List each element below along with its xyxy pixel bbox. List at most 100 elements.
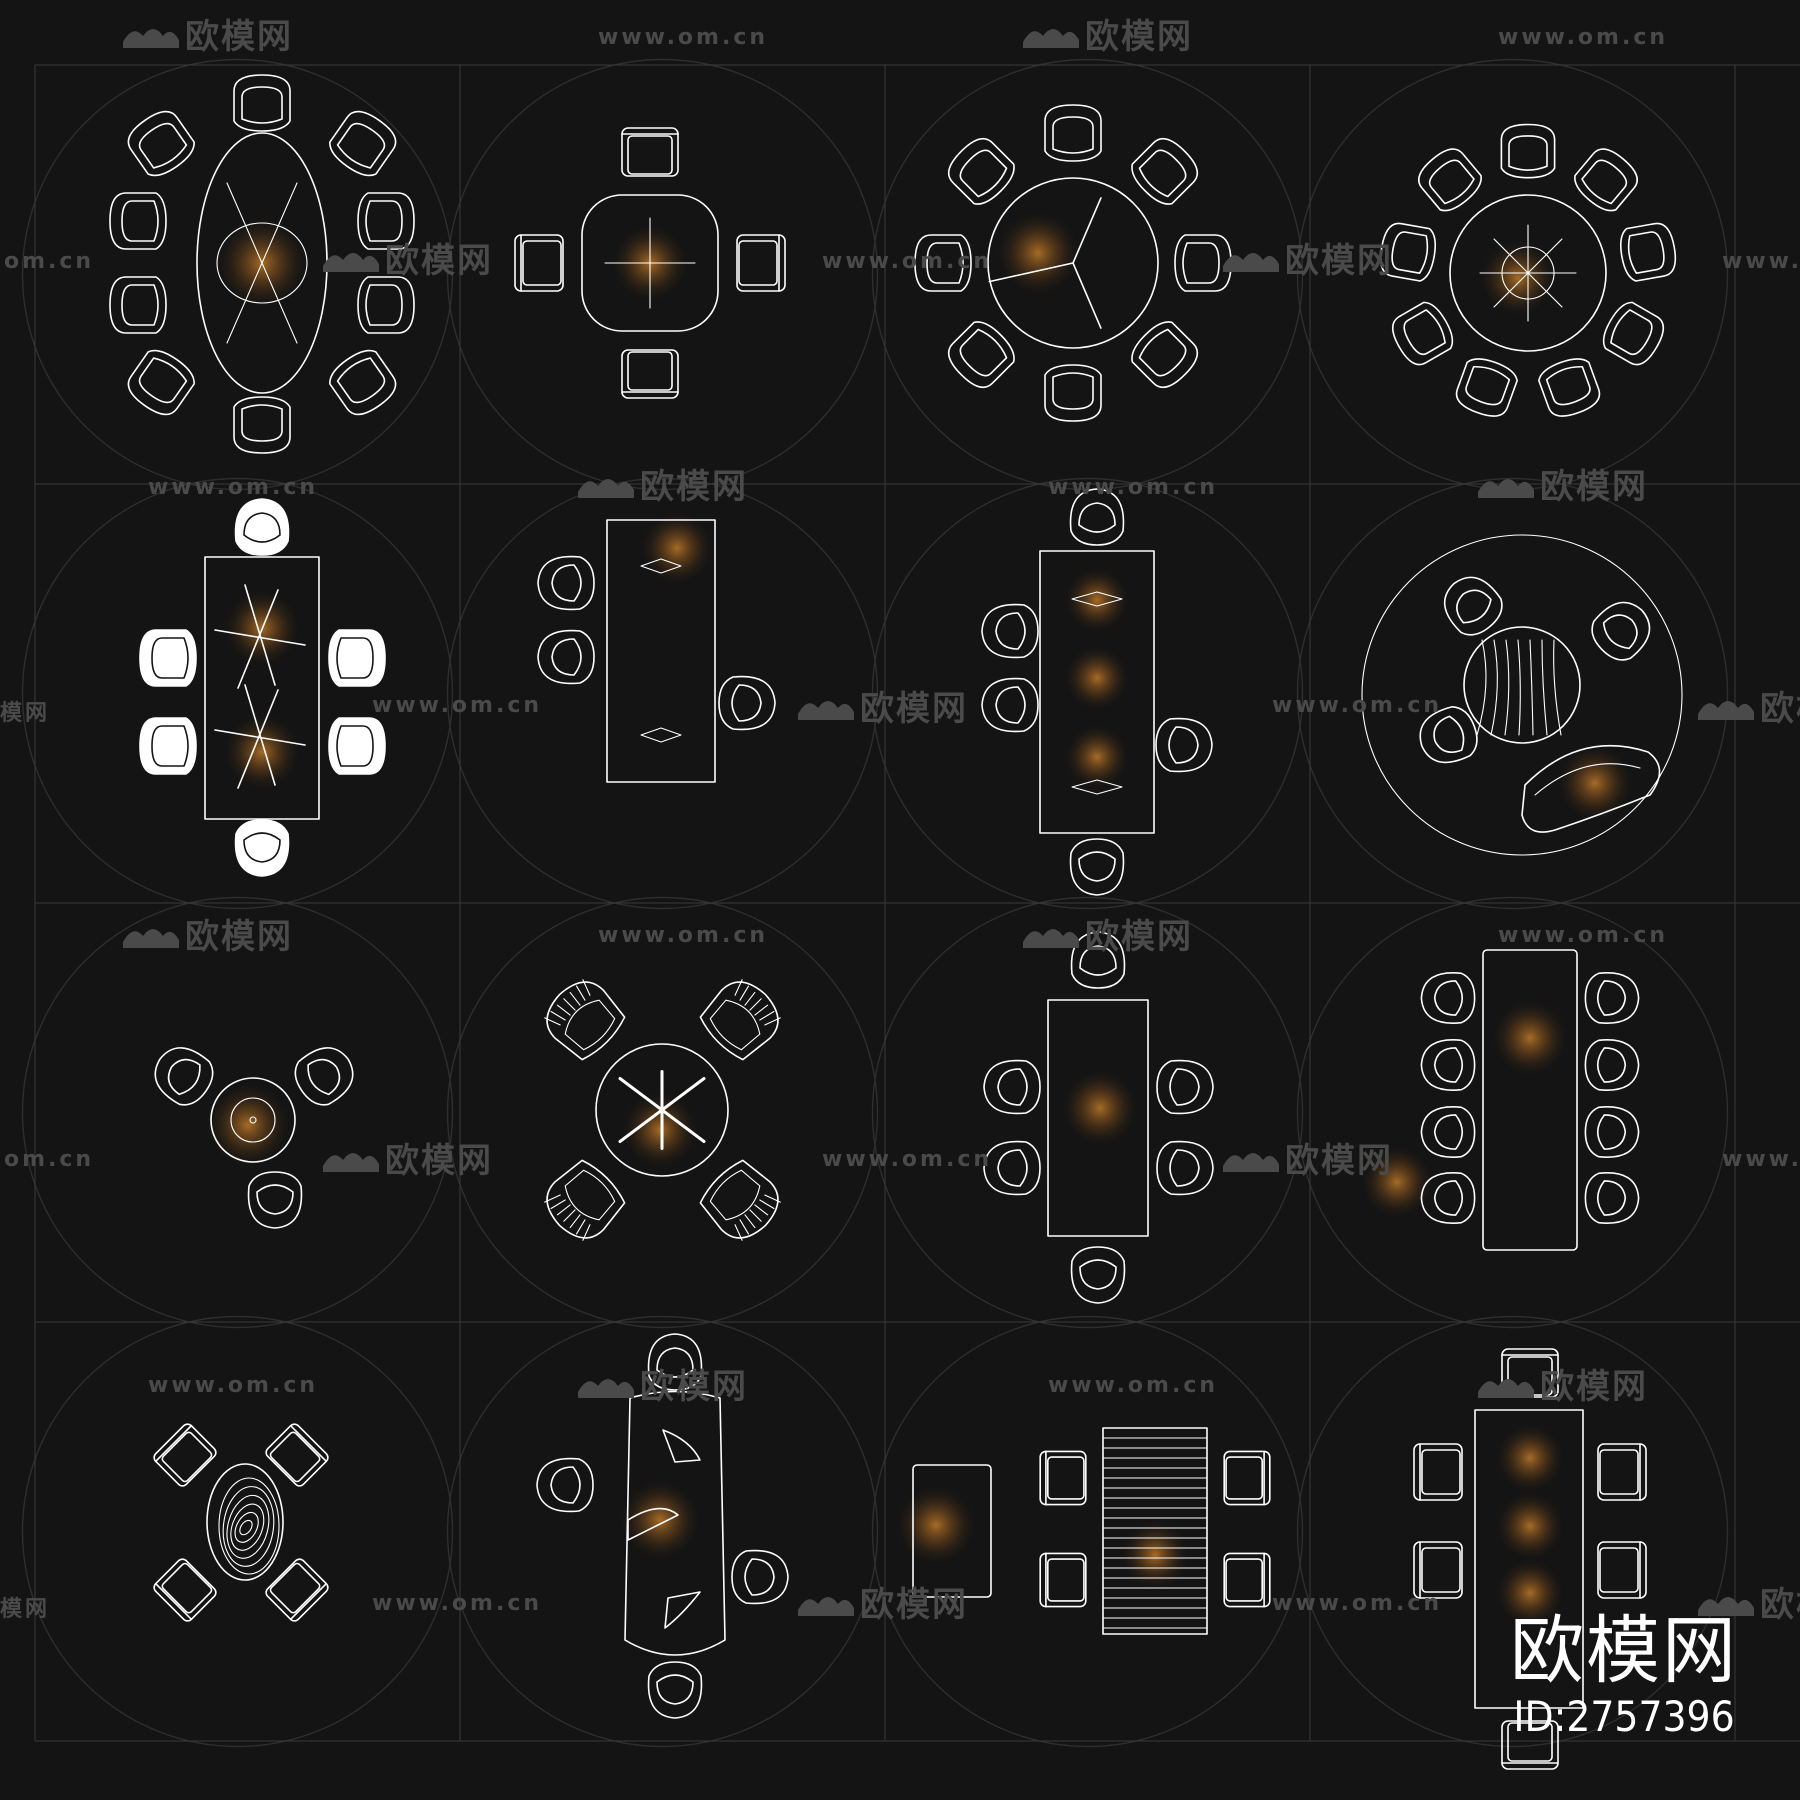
- sofa-logo-icon: [1698, 1597, 1754, 1616]
- watermark-logo: 欧模网: [1540, 1367, 1648, 1407]
- sofa-logo-icon: [1478, 479, 1534, 498]
- chair-seat: [336, 357, 386, 404]
- chair-seat: [995, 686, 1026, 724]
- table-top: [1474, 1409, 1584, 1709]
- table-top: [1449, 194, 1607, 352]
- table-top: [1482, 949, 1578, 1251]
- chair-seat: [1138, 149, 1187, 198]
- background-arc: [21, 58, 454, 491]
- chair: [1584, 1172, 1640, 1224]
- chair-shell: [1044, 104, 1102, 162]
- chair: [544, 979, 626, 1061]
- chair-shell: [1420, 1039, 1476, 1091]
- table-base: [1071, 591, 1123, 607]
- background-arc: [446, 1315, 879, 1748]
- sofa-logo-icon: [578, 1379, 634, 1398]
- glow-spot: [204, 1081, 292, 1169]
- chair-seat: [1079, 1259, 1117, 1290]
- table-top: [606, 519, 716, 783]
- chair-shell: [127, 349, 195, 416]
- chair-seat: [336, 637, 374, 679]
- chair-shell: [1131, 137, 1199, 205]
- chair-shell: [718, 675, 776, 731]
- chair-seat: [1169, 1149, 1200, 1187]
- chair-weave: [569, 991, 581, 1006]
- chair-seat: [1610, 309, 1653, 356]
- chair: [1619, 222, 1677, 282]
- chair: [1444, 576, 1503, 636]
- rect-table-3-chairs: [537, 519, 776, 783]
- chair-seat: [243, 512, 281, 543]
- chair: [1591, 601, 1651, 661]
- chair: [294, 1047, 354, 1106]
- long-table-8-chairs: [1420, 949, 1640, 1251]
- table-wood-grain: [230, 1503, 265, 1551]
- chair-seat: [731, 684, 762, 722]
- watermark-logo: 欧模网: [185, 917, 293, 957]
- chair: [647, 1333, 703, 1391]
- table-marble-vein: [1541, 639, 1548, 736]
- table-wood-grain: [222, 1486, 275, 1567]
- chair: [154, 1047, 214, 1106]
- glow-spot: [639, 510, 715, 586]
- chair-seat: [1507, 1722, 1553, 1762]
- watermark-logo: 欧模网: [385, 241, 493, 281]
- chair: [1538, 358, 1601, 417]
- chair-frame: [1597, 1541, 1647, 1599]
- chair-seat: [1465, 365, 1511, 406]
- sofa-logo-icon: [1023, 929, 1079, 948]
- chair-shell: [1574, 148, 1638, 212]
- chair-seat: [997, 1068, 1028, 1106]
- chair-seat: [1433, 980, 1464, 1016]
- chair-seat: [738, 240, 778, 286]
- chair: [1174, 234, 1232, 292]
- chair-back: [289, 1582, 328, 1621]
- table-top: [624, 1390, 726, 1656]
- chair-seat: [926, 242, 964, 284]
- chair-weave: [744, 1214, 756, 1229]
- chair: [731, 1549, 789, 1605]
- chair-seat: [1047, 1456, 1085, 1500]
- chair-seat: [1596, 1180, 1627, 1216]
- chair-seat: [336, 122, 386, 169]
- chair-shell: [1420, 1106, 1476, 1158]
- round-table-4-lounge-chairs: [544, 979, 781, 1241]
- table-base: [662, 1429, 701, 1463]
- table-top: [204, 556, 320, 820]
- chair-seat: [1225, 1456, 1263, 1500]
- chair-frame: [1039, 1450, 1087, 1506]
- chair-frame: [1501, 1720, 1559, 1770]
- chair: [983, 1140, 1041, 1196]
- chair-seat: [1433, 1180, 1464, 1216]
- chair-seat: [1078, 851, 1116, 882]
- sofa-logo-icon: [798, 701, 854, 720]
- table-center: [249, 1116, 257, 1124]
- grid-lines: [34, 64, 1800, 1742]
- chair-weave: [734, 979, 743, 996]
- chair: [1602, 301, 1665, 366]
- chair-weave: [759, 1010, 775, 1021]
- chair-seat: [550, 1466, 581, 1504]
- table-leg: [226, 182, 298, 344]
- chair-seat: [1627, 231, 1665, 274]
- chair: [1419, 705, 1478, 764]
- chair-seat: [1391, 231, 1429, 274]
- chair: [1420, 1172, 1476, 1224]
- watermark-logo: 欧模网: [1085, 917, 1193, 957]
- watermark-logo: 欧模网: [640, 467, 748, 507]
- chair-shell: [1391, 301, 1454, 366]
- square-table-4-chairs: [514, 127, 786, 399]
- sofa-logo-icon: [323, 253, 379, 272]
- chair-back: [289, 1424, 328, 1463]
- table-leg: [988, 262, 1074, 283]
- chair-seat: [564, 999, 616, 1051]
- chair-shell: [1379, 222, 1437, 282]
- chair-frame: [1413, 1541, 1463, 1599]
- chair-shell: [234, 498, 290, 556]
- table-wood-grain: [239, 1519, 253, 1536]
- chair: [233, 74, 291, 132]
- chair-weave: [556, 1004, 571, 1016]
- chair: [1039, 1450, 1087, 1506]
- chair-seat: [1079, 945, 1117, 976]
- chair-frame: [1223, 1552, 1271, 1608]
